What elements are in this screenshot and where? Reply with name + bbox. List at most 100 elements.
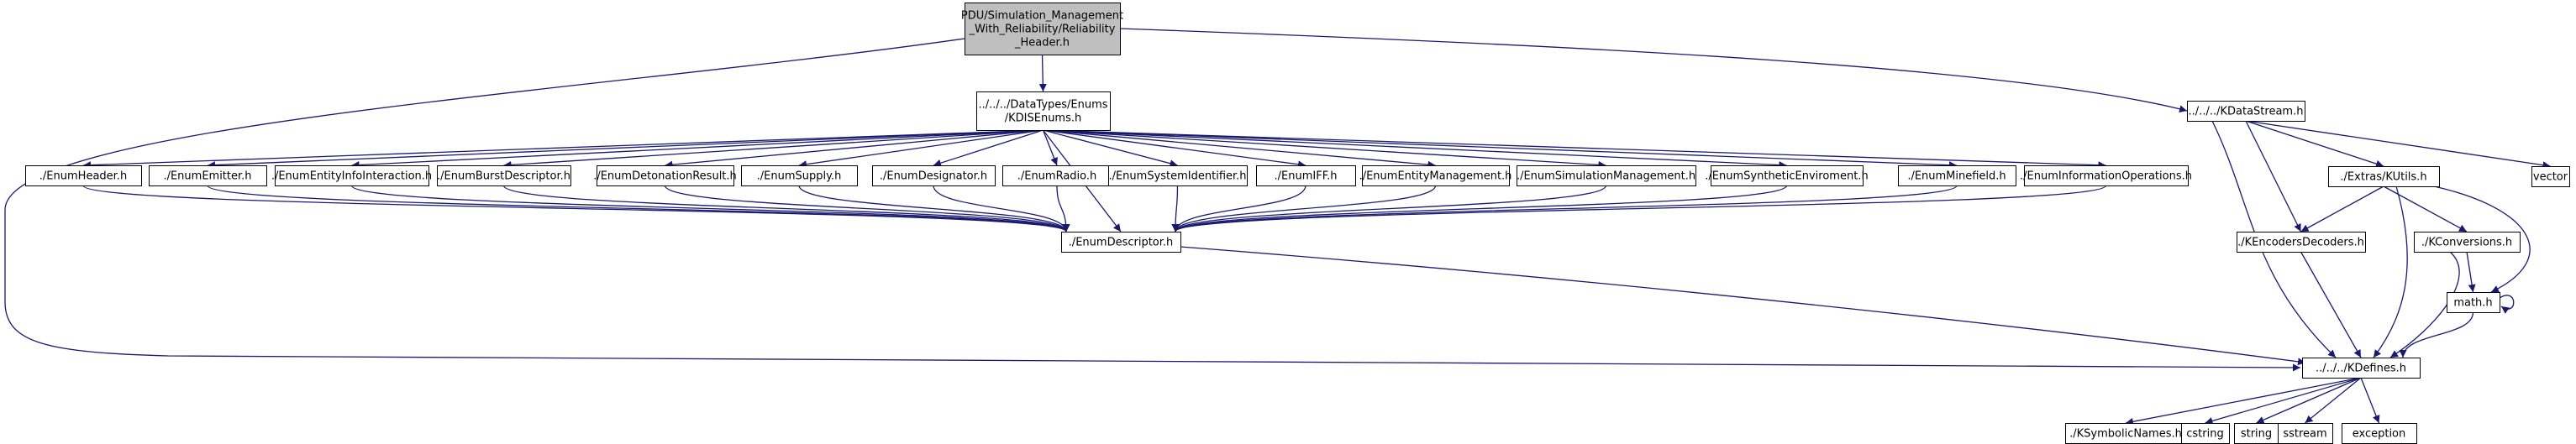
node-eei[interactable]: ./EnumEntityInfoInteraction.h	[271, 165, 432, 186]
edge	[4, 38, 2301, 372]
node-edesc[interactable]: ./EnumDescriptor.h	[1061, 232, 1181, 253]
node-box	[2065, 423, 2187, 444]
edge-kdse-to-eh	[82, 129, 1044, 170]
edge-kdse-to-era	[1042, 129, 1058, 166]
edge	[2433, 185, 2531, 293]
node-box	[2342, 423, 2417, 444]
edge-kdse-to-ebd	[503, 129, 1044, 169]
node-cstring[interactable]: cstring	[2181, 423, 2230, 444]
edge-kdse-to-eemg	[1043, 129, 1436, 169]
node-kutils[interactable]: ./Extras/KUtils.h	[2328, 166, 2440, 187]
node-box	[2414, 232, 2521, 253]
node-box	[2278, 423, 2333, 444]
edge-eif-to-edesc	[1171, 185, 1306, 232]
node-label: ./EnumDescriptor.h	[1069, 237, 1174, 249]
edge-era-to-edesc	[1056, 185, 1070, 232]
edge-ese-to-edesc	[1171, 185, 1788, 232]
node-kdse[interactable]: ../../../DataTypes/Enums/KDISEnums.h	[976, 91, 1111, 131]
node-label: ../../../KDataStream.h	[2189, 106, 2304, 118]
node-esm[interactable]: ./EnumSimulationManagement.h	[1517, 165, 1696, 186]
edge	[1171, 185, 1306, 232]
node-exception[interactable]: exception	[2342, 423, 2417, 444]
node-label: sstream	[2283, 428, 2326, 441]
edge	[207, 185, 1070, 232]
edge-kdse-to-ese	[1043, 129, 1787, 170]
node-vector[interactable]: vector	[2531, 166, 2570, 187]
edge	[82, 185, 1070, 232]
node-label: ./EnumHeader.h	[39, 170, 127, 183]
edge	[664, 185, 1070, 232]
node-root[interactable]: PDU/Simulation_Management_With_Reliabili…	[961, 3, 1123, 55]
edge	[2245, 120, 2384, 168]
node-kenc[interactable]: ./KEncodersDecoders.h	[2237, 232, 2366, 253]
edge-kenc-to-kdef	[2300, 251, 2362, 358]
node-label: ./EnumDetonationResult.h	[593, 170, 737, 183]
edge-kutils-to-math	[2433, 185, 2531, 293]
edge	[2499, 295, 2515, 314]
edge	[1171, 185, 1788, 232]
node-ede[interactable]: ./EnumDesignator.h	[872, 165, 996, 186]
node-edr[interactable]: ./EnumDetonationResult.h	[593, 165, 737, 186]
node-ese[interactable]: ./EnumSyntheticEnviroment.h	[1705, 165, 1869, 186]
node-box	[741, 165, 858, 186]
edge-edr-to-edesc	[664, 185, 1070, 232]
node-label: ./EnumSimulationManagement.h	[1517, 170, 1695, 183]
node-box	[1517, 165, 1696, 186]
edge-math-to-math	[2499, 295, 2515, 314]
node-era[interactable]: ./EnumRadio.h	[1002, 165, 1112, 186]
edge	[1171, 185, 1437, 232]
edge-esi-to-edesc	[1171, 185, 1180, 232]
node-eio[interactable]: ./EnumInformationOperations.h	[2020, 165, 2192, 186]
node-box	[976, 91, 1111, 131]
edge-kdef-to-exception	[2360, 377, 2380, 424]
node-box	[872, 165, 996, 186]
edge	[2300, 251, 2362, 358]
node-esi[interactable]: ./EnumSystemIdentifier.h	[1108, 165, 1248, 186]
node-box	[437, 165, 571, 186]
edge	[1171, 185, 1607, 232]
node-label: ./EnumSupply.h	[757, 170, 842, 183]
edge-eio-to-edesc	[1171, 185, 2107, 232]
edge-kutils-to-kconv	[2383, 185, 2468, 232]
node-box	[1711, 165, 1864, 186]
node-box	[149, 165, 267, 186]
node-eh[interactable]: ./EnumHeader.h	[25, 165, 142, 186]
node-box	[2187, 101, 2305, 122]
node-label: ./EnumIFF.h	[1275, 170, 1338, 183]
node-kconv[interactable]: ./KConversions.h	[2414, 232, 2521, 253]
edge	[2466, 251, 2476, 293]
edge-esu-to-edesc	[798, 185, 1070, 232]
node-eemg[interactable]: ./EnumEntityManagement.h	[1359, 165, 1512, 186]
node-kdef[interactable]: ../../../KDefines.h	[2302, 358, 2421, 379]
node-math[interactable]: math.h	[2447, 292, 2500, 313]
node-label: ./KConversions.h	[2421, 237, 2512, 249]
edge	[2383, 185, 2468, 232]
edge	[82, 129, 1044, 170]
node-box	[2024, 165, 2189, 186]
edge-kdse-to-emf	[1043, 129, 1958, 170]
node-sstream[interactable]: sstream	[2278, 423, 2333, 444]
node-eif[interactable]: ./EnumIFF.h	[1256, 165, 1356, 186]
node-box	[1898, 165, 2016, 186]
node-label: ./EnumSyntheticEnviroment.h	[1705, 170, 1868, 183]
node-ebd[interactable]: ./EnumBurstDescriptor.h	[437, 165, 571, 186]
node-emf[interactable]: ./EnumMinefield.h	[1898, 165, 2016, 186]
node-esu[interactable]: ./EnumSupply.h	[741, 165, 858, 186]
edge	[1119, 28, 2188, 113]
edge-eem-to-edesc	[207, 185, 1070, 232]
edge-kds-to-kenc	[2245, 120, 2302, 232]
node-box	[2234, 423, 2279, 444]
edge	[1043, 129, 1606, 169]
edge	[1171, 185, 1180, 232]
node-label: ./EnumEntityInfoInteraction.h	[271, 170, 432, 183]
edge	[1042, 129, 1058, 166]
node-box	[1108, 165, 1248, 186]
edge-esm-to-edesc	[1171, 185, 1607, 232]
node-label: ./EnumRadio.h	[1017, 170, 1097, 183]
node-string[interactable]: string	[2234, 423, 2279, 444]
edge	[207, 129, 1044, 170]
edge-kdse-to-ede	[933, 129, 1044, 167]
node-ksym[interactable]: ./KSymbolicNames.h	[2065, 423, 2187, 444]
node-kds[interactable]: ../../../KDataStream.h	[2187, 101, 2305, 122]
node-eem[interactable]: ./EnumEmitter.h	[149, 165, 267, 186]
